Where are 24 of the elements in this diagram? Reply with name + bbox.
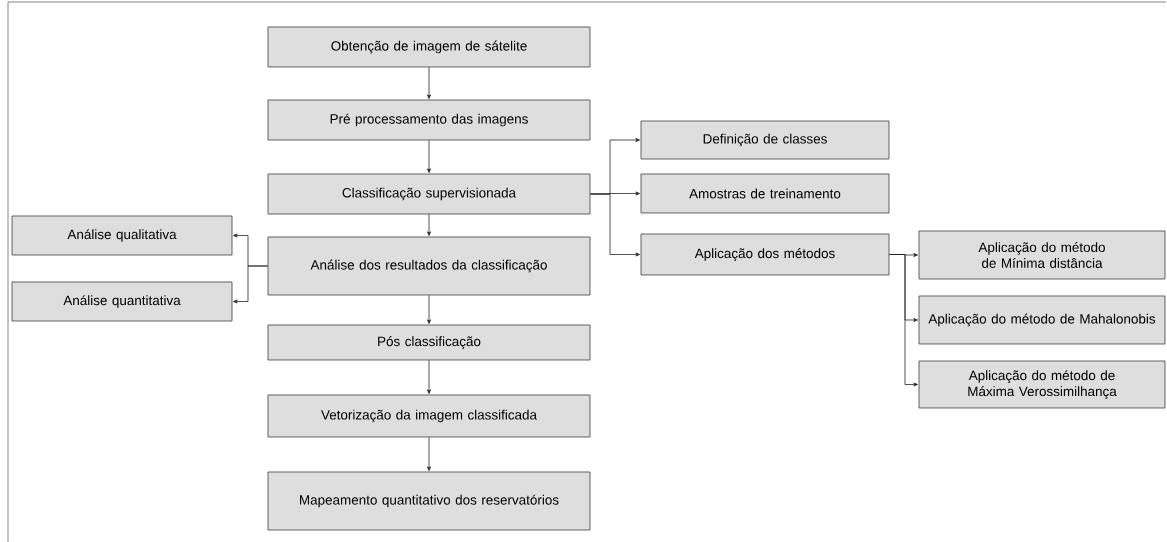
process-box: Obtenção de imagem de sátelite xyxy=(267,26,591,68)
process-box: Definição de classes xyxy=(640,120,890,160)
process-box: Aplicação do método de Mínima distância xyxy=(918,230,1166,280)
arrow xyxy=(427,295,431,324)
arrow xyxy=(427,67,431,99)
arrow xyxy=(590,193,640,257)
process-box: Análise quantitativa xyxy=(11,281,233,322)
process-box: Aplicação dos métodos xyxy=(640,233,890,276)
arrow xyxy=(427,140,431,173)
process-box: Aplicação do método de Máxima Verossimilhança xyxy=(918,360,1166,409)
arrow xyxy=(427,437,431,471)
arrow xyxy=(427,214,431,236)
process-box: Classificação supervisionada xyxy=(267,173,591,215)
process-box: Análise qualitativa xyxy=(11,215,233,256)
process-box: Pós classificação xyxy=(267,324,591,361)
process-box: Análise dos resultados da classificação xyxy=(267,236,591,296)
process-box: Pré processamento das imagens xyxy=(267,99,591,141)
arrow xyxy=(233,265,268,304)
arrow xyxy=(889,254,918,387)
process-box: Mapeamento quantitativo dos reservatórios xyxy=(267,471,591,531)
process-box: Aplicação do método de Mahalonobis xyxy=(918,295,1166,345)
process-box: Vetorização da imagem classificada xyxy=(267,394,591,438)
arrow xyxy=(427,360,431,394)
process-box: Amostras de treinamento xyxy=(640,173,890,214)
